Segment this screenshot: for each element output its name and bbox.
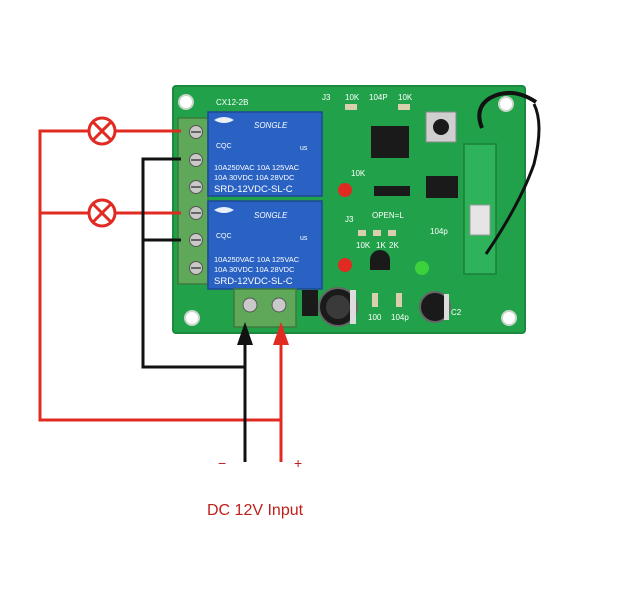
mounting-hole	[178, 94, 194, 110]
antenna-icon	[477, 90, 541, 255]
relay-brand-label: SONGLE	[254, 121, 288, 130]
mounting-hole	[501, 310, 517, 326]
terminal-screw	[242, 297, 258, 313]
silk-open-l: OPEN=L	[372, 211, 404, 220]
led-icon	[338, 258, 352, 272]
positive-polarity-label: +	[294, 455, 303, 471]
silk-100: 100	[368, 313, 382, 322]
negative-polarity-label: −	[218, 455, 227, 471]
relay-cert-left: CQC	[216, 233, 232, 240]
mounting-hole	[184, 310, 200, 326]
black-arrow-head	[237, 322, 253, 345]
relay-brand-label: SONGLE	[254, 211, 288, 220]
silk-1k: 1K	[376, 241, 386, 250]
dc-input-caption: DC 12V Input	[207, 502, 304, 519]
relay-rating-2: 10A 30VDC 10A 28VDC	[214, 265, 295, 274]
jumper-header	[374, 186, 410, 196]
silk-2k: 2K	[389, 241, 399, 250]
led-icon	[415, 261, 429, 275]
relay-model-label: SRD-12VDC-SL-C	[214, 276, 293, 287]
output-terminal-block	[177, 117, 209, 285]
resistor	[345, 104, 357, 110]
lamp-icon	[87, 116, 117, 146]
capacitor-icon	[318, 287, 358, 327]
silk-104p-c: 104p	[391, 313, 409, 322]
silk-10k-c: 10K	[351, 169, 366, 178]
board-model-label: CX12-2B	[216, 98, 248, 107]
silk-c2: C2	[451, 308, 462, 317]
relay-rating-2: 10A 30VDC 10A 28VDC	[214, 173, 295, 182]
terminal-screws	[189, 125, 203, 275]
diode	[302, 290, 318, 316]
resistor	[373, 230, 381, 236]
silk-10k-d: 10K	[356, 241, 371, 250]
silk-104p-a: 104P	[369, 93, 388, 102]
silk-10k-b: 10K	[398, 93, 413, 102]
silk-104p-b: 104p	[430, 227, 448, 236]
led-icon	[338, 183, 352, 197]
relay-cert-right: us	[300, 235, 308, 242]
resistor	[358, 230, 366, 236]
relay-rating-1: 10A250VAC 10A 125VAC	[214, 163, 300, 172]
relay-model-label: SRD-12VDC-SL-C	[214, 184, 293, 195]
ic-chip	[371, 126, 409, 158]
pcb-board: CX12-2B SONGLE CQC us 10A250VAC 10A 125V…	[172, 85, 526, 334]
relay-cert-right: us	[300, 145, 308, 152]
black-wire-loop	[141, 157, 245, 369]
learn-button-cap	[433, 119, 449, 135]
relay-rating-1: 10A250VAC 10A 125VAC	[214, 255, 300, 264]
resistor	[398, 104, 410, 110]
relay-cert-left: CQC	[216, 143, 232, 150]
lamp-icon	[87, 198, 117, 228]
relay-icon: SONGLE CQC us 10A250VAC 10A 125VAC 10A 3…	[207, 111, 323, 197]
rf-crystal	[469, 204, 491, 236]
capacitor-icon	[419, 291, 451, 323]
silk-j3-mid: J3	[345, 215, 354, 224]
resistor	[372, 293, 378, 307]
silk-j3-top: J3	[322, 93, 331, 102]
resistor	[396, 293, 402, 307]
ic-chip	[426, 176, 458, 198]
red-arrow-head	[273, 322, 289, 345]
mounting-hole	[498, 96, 514, 112]
silk-10k-a: 10K	[345, 93, 360, 102]
relay-icon: SONGLE CQC us 10A250VAC 10A 125VAC 10A 3…	[207, 200, 323, 290]
terminal-screw	[271, 297, 287, 313]
resistor	[388, 230, 396, 236]
transistor	[370, 250, 390, 270]
